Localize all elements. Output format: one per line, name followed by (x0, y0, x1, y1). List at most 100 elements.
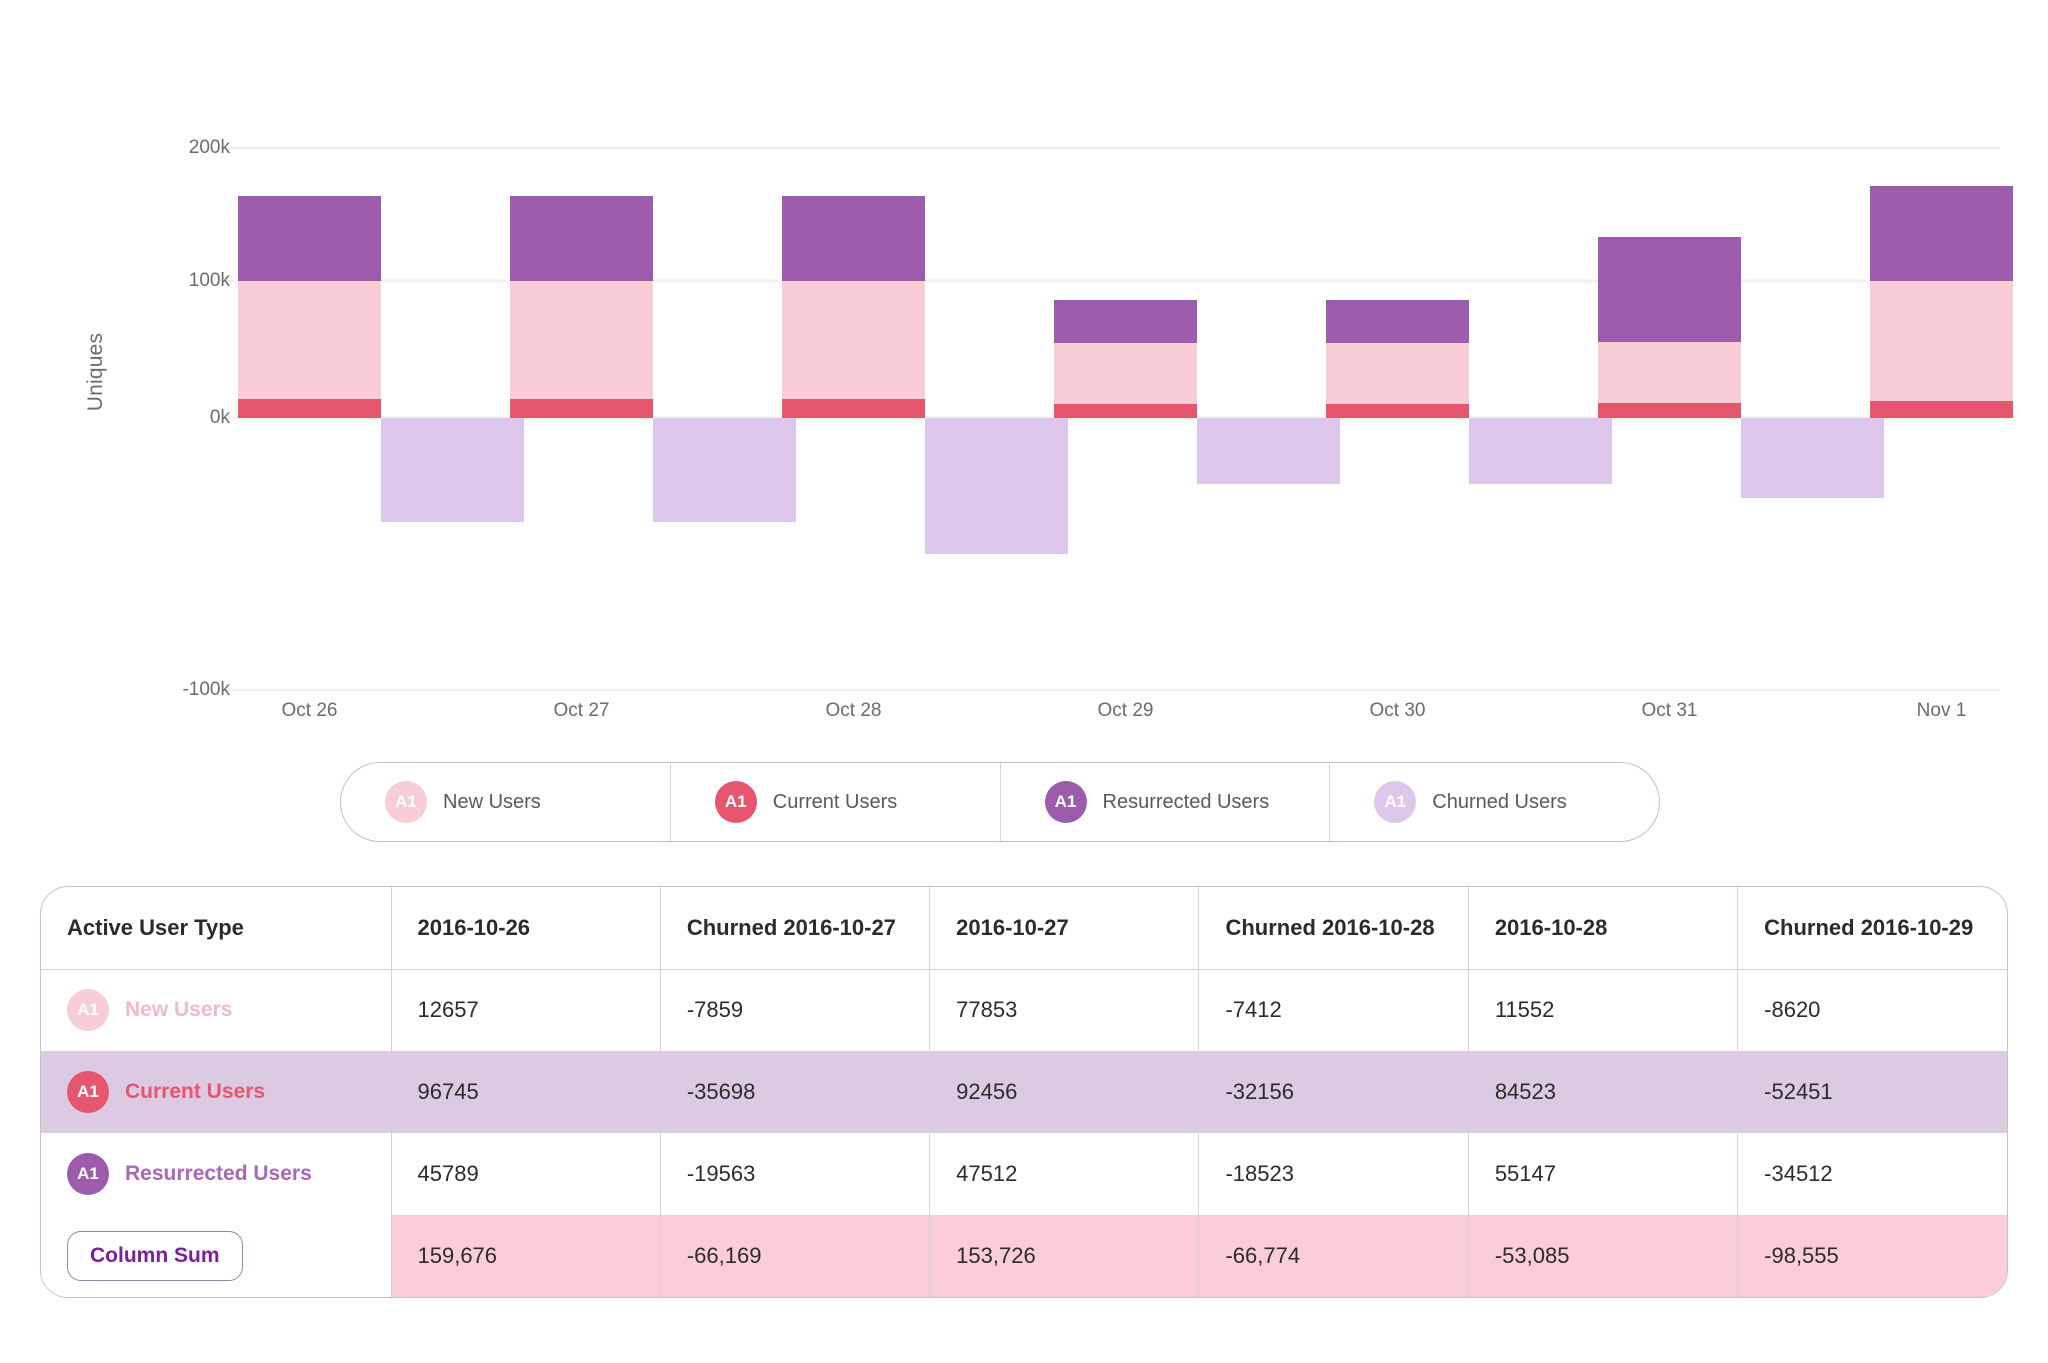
table-cell: -35698 (660, 1051, 931, 1133)
segment-new (1326, 343, 1469, 404)
bar-churn-oct30[interactable] (1197, 418, 1340, 484)
table-header-cell-3[interactable]: 2016-10-27 (929, 887, 1200, 970)
segment-current (238, 399, 381, 418)
table-body: A1 New Users 12657 -7859 77853 -7412 115… (41, 969, 2007, 1297)
table-cell: 55147 (1468, 1133, 1739, 1215)
bar-churn-nov1[interactable] (1741, 418, 1884, 498)
segment-current (1598, 403, 1741, 418)
x-tick-1: Oct 27 (553, 700, 610, 721)
legend-label: New Users (443, 790, 541, 813)
table-header-cell-6[interactable]: Churned 2016-10-29 (1737, 887, 2007, 970)
table-cell: 11552 (1468, 969, 1739, 1051)
table-cell: -7859 (660, 969, 931, 1051)
segment-resurrected (510, 196, 653, 281)
x-tick-3: Oct 29 (1097, 700, 1154, 721)
column-sum-chip: Column Sum (67, 1231, 243, 1281)
row-label-cell: A1 New Users (41, 969, 392, 1051)
bar-stack-nov1[interactable] (1870, 186, 2013, 418)
table-cell: -19563 (660, 1133, 931, 1215)
table-cell: -32156 (1198, 1051, 1469, 1133)
segment-current (782, 399, 925, 418)
row-label: Current Users (125, 1080, 266, 1103)
table-header-cell-0[interactable]: Active User Type (41, 887, 392, 970)
segment-resurrected (1870, 186, 2013, 281)
segment-resurrected (782, 196, 925, 281)
gridline-100k (228, 279, 2000, 283)
legend-label: Churned Users (1432, 790, 1567, 813)
table-row[interactable]: A1 New Users 12657 -7859 77853 -7412 115… (41, 969, 2007, 1051)
table-header-cell-4[interactable]: Churned 2016-10-28 (1198, 887, 1469, 970)
y-tick-100k: 100k (188, 270, 230, 291)
table-header-cell-1[interactable]: 2016-10-26 (391, 887, 661, 970)
table-header-cell-5[interactable]: 2016-10-28 (1468, 887, 1739, 970)
bar-stack-oct31[interactable] (1598, 237, 1741, 418)
segment-new (782, 281, 925, 399)
legend-item-churned-users[interactable]: A1 Churned Users (1330, 763, 1659, 841)
table-cell: -53,085 (1468, 1215, 1739, 1297)
segment-resurrected (1326, 300, 1469, 343)
bar-stack-oct27[interactable] (510, 196, 653, 418)
data-table-card: Active User Type 2016-10-26 Churned 2016… (40, 886, 2008, 1298)
table-cell: -66,169 (660, 1215, 931, 1297)
table-cell: -66,774 (1198, 1215, 1469, 1297)
bar-churn-oct28[interactable] (653, 418, 796, 522)
table-row-column-sum[interactable]: Column Sum 159,676 -66,169 153,726 -66,7… (41, 1215, 2007, 1297)
table-header: Active User Type 2016-10-26 Churned 2016… (41, 887, 2007, 970)
y-axis-ticks: 200k 100k 0k -100k (40, 0, 230, 760)
table-cell: -34512 (1764, 1161, 1833, 1186)
table-header-cell-2[interactable]: Churned 2016-10-27 (660, 887, 931, 970)
segment-new (1598, 342, 1741, 403)
series-badge-icon: A1 (67, 989, 109, 1032)
x-tick-4: Oct 30 (1369, 700, 1426, 721)
legend-label: Resurrected Users (1102, 790, 1270, 813)
segment-new (1870, 281, 2013, 401)
table-cell: -52451 (1737, 1051, 2007, 1133)
table-cell: 45789 (391, 1133, 661, 1215)
table-cell: -7412 (1198, 969, 1469, 1051)
gridline-0k (228, 416, 2000, 420)
table-row[interactable]: A1 Current Users 96745 -35698 92456 -321… (41, 1051, 2007, 1133)
table-header-row: Active User Type 2016-10-26 Churned 2016… (41, 887, 2007, 970)
segment-current (510, 399, 653, 418)
series-badge-icon: A1 (1374, 781, 1417, 823)
legend-item-resurrected-users[interactable]: A1 Resurrected Users (1001, 763, 1331, 841)
series-badge-icon: A1 (67, 1153, 109, 1195)
bar-chart: Uniques 200k 100k 0k -100k (40, 0, 2013, 760)
legend-item-new-users[interactable]: A1 New Users (341, 763, 671, 841)
x-tick-2: Oct 28 (825, 700, 882, 721)
bar-stack-oct30[interactable] (1326, 300, 1469, 418)
segment-resurrected (238, 196, 381, 281)
bar-stack-oct28[interactable] (782, 196, 925, 418)
bar-churn-oct27[interactable] (381, 418, 524, 522)
table-cell: 92456 (929, 1051, 1200, 1133)
table-cell: 12657 (391, 969, 661, 1051)
table-cell: -8620 (1764, 997, 1821, 1023)
row-label: New Users (125, 998, 233, 1022)
column-sum-label-cell: Column Sum (41, 1215, 392, 1297)
gridline-200k (228, 146, 2000, 150)
table-cell: 84523 (1468, 1051, 1739, 1133)
y-tick-0k: 0k (209, 407, 230, 428)
row-label-cell: A1 Resurrected Users (41, 1133, 392, 1215)
y-tick--100k: -100k (182, 679, 230, 700)
segment-current (1870, 401, 2013, 418)
segment-current (1326, 404, 1469, 418)
series-badge-icon: A1 (385, 781, 427, 823)
chart-legend: A1 New Users A1 Current Users A1 Resurre… (340, 762, 1660, 842)
bar-churn-oct29[interactable] (925, 418, 1068, 554)
bar-stack-oct29[interactable] (1054, 300, 1197, 418)
bar-churn-oct31[interactable] (1469, 418, 1612, 484)
segment-new (1054, 343, 1197, 404)
row-label: Resurrected Users (125, 1162, 312, 1185)
series-badge-icon: A1 (714, 781, 757, 823)
legend-item-current-users[interactable]: A1 Current Users (671, 763, 1001, 841)
table-row[interactable]: A1 Resurrected Users 45789 -19563 47512 … (41, 1133, 2007, 1215)
table-cell: -98,555 (1737, 1215, 2007, 1297)
x-tick-6: Nov 1 (1916, 700, 1967, 721)
table-cell: 96745 (391, 1051, 661, 1133)
table-cell: 159,676 (391, 1215, 661, 1297)
bar-stack-oct26[interactable] (238, 196, 381, 418)
gridline--100k (228, 688, 2000, 692)
table-cell: 153,726 (929, 1215, 1200, 1297)
